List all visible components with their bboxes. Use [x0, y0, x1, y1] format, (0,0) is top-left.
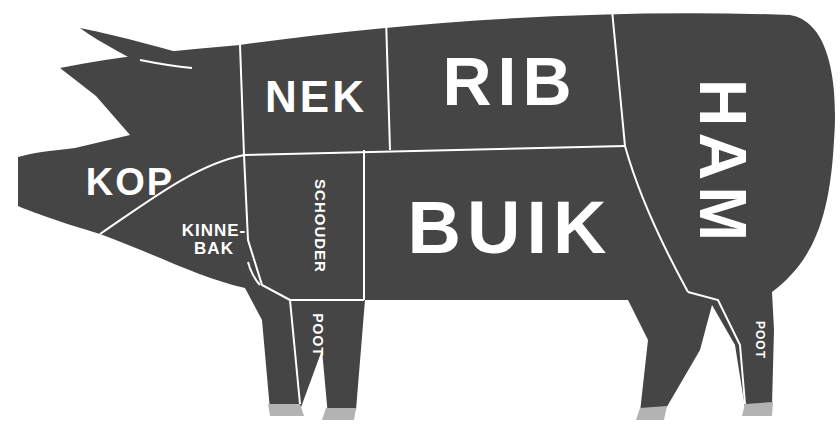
cut-line [244, 146, 625, 155]
ear-line [140, 60, 192, 68]
hoof [742, 402, 773, 416]
hoof [322, 408, 356, 420]
hoof [268, 404, 304, 416]
cut-line [363, 150, 365, 300]
cut-label: RIB [400, 46, 620, 117]
cut-lines [100, 10, 745, 404]
cut-line [290, 300, 300, 404]
cut-line [688, 292, 745, 404]
hoof [636, 406, 667, 420]
cut-line [248, 262, 260, 285]
pig-body [18, 13, 835, 416]
cut-label: SCHOUDER [312, 151, 328, 301]
cut-line [240, 45, 244, 155]
cut-label: HAM [687, 43, 756, 283]
cut-line [244, 155, 290, 300]
hooves [268, 402, 773, 420]
cut-label: POOT [311, 295, 326, 375]
pig-tail [801, 66, 828, 95]
cut-label: KINNE- BAK [178, 222, 250, 258]
cut-label: POOT [754, 305, 767, 375]
cut-line [290, 299, 364, 301]
cut-label: KOP [60, 163, 200, 203]
cut-label: NEK [246, 74, 386, 120]
cut-line [386, 18, 390, 150]
cut-label: BUIK [360, 189, 660, 267]
cut-line [612, 10, 688, 292]
